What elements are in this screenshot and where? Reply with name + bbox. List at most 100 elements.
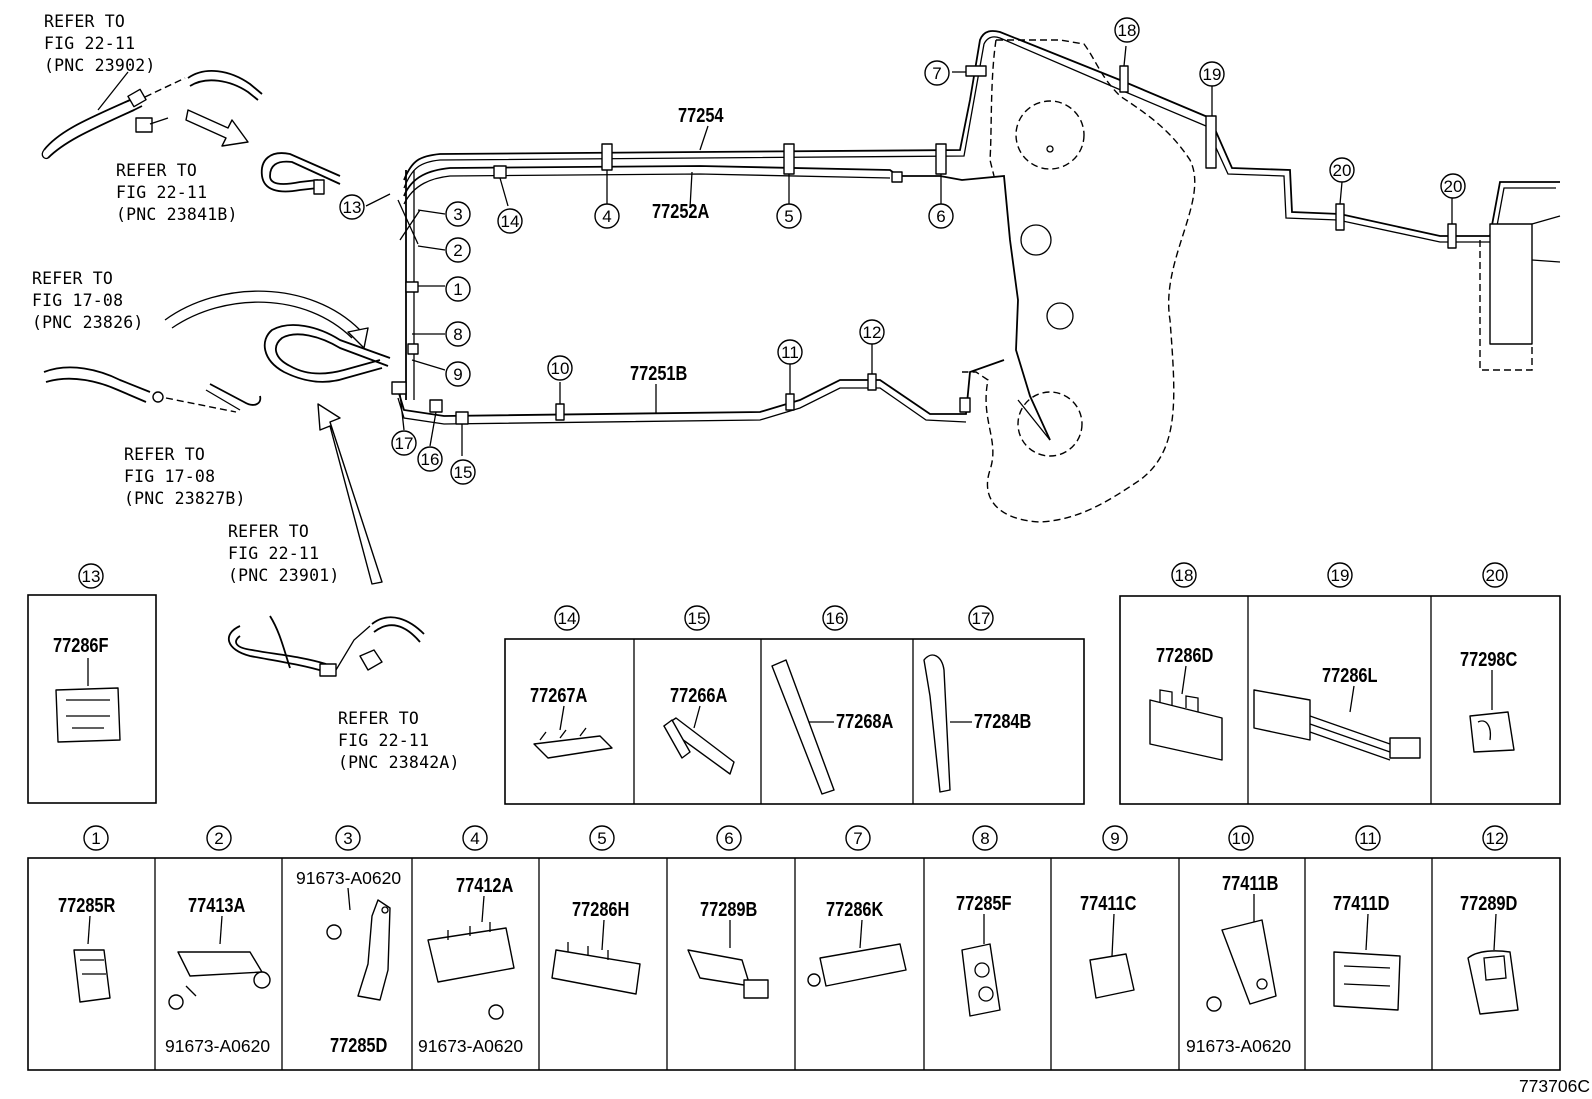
svg-text:(PNC 23827B): (PNC 23827B)	[124, 489, 246, 508]
svg-text:17: 17	[395, 434, 414, 453]
svg-text:(PNC 23826): (PNC 23826)	[32, 313, 143, 332]
callout-11: 11	[777, 339, 803, 365]
fuel-tank-outline	[962, 39, 1196, 523]
svg-text:91673-A0620: 91673-A0620	[1186, 1036, 1291, 1056]
svg-text:77268A: 77268A	[836, 709, 893, 732]
part-box-5: 5 77286H	[551, 825, 641, 995]
part-box-9: 9 77411C	[1080, 825, 1136, 999]
callout-20b: 20	[1440, 173, 1466, 199]
svg-text:5: 5	[784, 207, 793, 226]
svg-text:(PNC 23901): (PNC 23901)	[228, 566, 339, 585]
svg-text:77286L: 77286L	[1322, 663, 1378, 686]
svg-text:91673-A0620: 91673-A0620	[165, 1036, 270, 1056]
svg-text:3: 3	[343, 829, 352, 848]
svg-text:77411C: 77411C	[1080, 891, 1136, 914]
svg-text:4: 4	[602, 207, 611, 226]
line-77251b	[397, 359, 1005, 425]
callout-3: 3	[445, 201, 471, 227]
svg-text:REFER TO: REFER TO	[32, 269, 113, 288]
callout-leaders	[365, 45, 1453, 456]
flow-arrow-up	[317, 403, 383, 585]
refer-note-23842a: REFER TO FIG 22-11 (PNC 23842A)	[338, 709, 460, 772]
part-box-14: 14 77267A	[530, 605, 613, 759]
fuel-hose-23902	[41, 70, 263, 160]
svg-text:15: 15	[688, 609, 707, 628]
svg-text:14: 14	[501, 212, 520, 231]
svg-text:77285D: 77285D	[330, 1033, 387, 1056]
svg-text:4: 4	[470, 829, 479, 848]
svg-text:FIG 22-11: FIG 22-11	[44, 34, 135, 53]
svg-text:REFER TO: REFER TO	[116, 161, 197, 180]
refer-note-23901: REFER TO FIG 22-11 (PNC 23901)	[228, 522, 339, 585]
svg-text:18: 18	[1118, 21, 1137, 40]
part-group-18-20	[1119, 595, 1561, 805]
callout-15: 15	[450, 459, 476, 485]
refer-note-23841b: REFER TO FIG 22-11 (PNC 23841B)	[116, 161, 237, 224]
refer-note-23902: REFER TO FIG 22-11 (PNC 23902)	[44, 12, 155, 75]
svg-text:77286F: 77286F	[53, 633, 109, 656]
refer-note-23827b: REFER TO FIG 17-08 (PNC 23827B)	[124, 445, 246, 508]
svg-text:16: 16	[421, 450, 440, 469]
svg-text:14: 14	[558, 609, 577, 628]
svg-text:19: 19	[1203, 65, 1222, 84]
part-box-17: 17 77284B	[923, 605, 1031, 793]
svg-text:FIG 22-11: FIG 22-11	[338, 731, 429, 750]
part-box-11: 11 77411D	[1333, 825, 1401, 1011]
svg-text:10: 10	[1232, 829, 1251, 848]
callout-13: 13	[339, 194, 365, 220]
svg-text:12: 12	[863, 323, 882, 342]
svg-text:REFER TO: REFER TO	[44, 12, 125, 31]
svg-text:77413A: 77413A	[188, 893, 245, 916]
svg-text:13: 13	[82, 567, 101, 586]
svg-text:77286K: 77286K	[826, 897, 884, 920]
svg-text:8: 8	[980, 829, 989, 848]
callout-20a: 20	[1329, 157, 1355, 183]
svg-text:6: 6	[936, 207, 945, 226]
svg-text:77267A: 77267A	[530, 683, 587, 706]
svg-text:13: 13	[343, 198, 362, 217]
part-box-12: 12 77289D	[1460, 825, 1519, 1015]
flow-arrow-upper	[185, 109, 249, 147]
callout-17: 17	[391, 430, 417, 456]
svg-text:(PNC 23902): (PNC 23902)	[44, 56, 155, 75]
hose-lower-23901	[228, 615, 425, 677]
svg-text:91673-A0620: 91673-A0620	[296, 868, 401, 888]
svg-text:77286D: 77286D	[1156, 643, 1213, 666]
svg-text:FIG 17-08: FIG 17-08	[124, 467, 215, 486]
svg-text:20: 20	[1444, 177, 1463, 196]
svg-text:77284B: 77284B	[974, 709, 1031, 732]
line-77252a	[403, 165, 1051, 441]
callout-1: 1	[445, 276, 471, 302]
flow-arrow-curved	[164, 290, 369, 349]
callout-18: 18	[1114, 17, 1140, 43]
line-77254	[403, 30, 1560, 243]
callout-16: 16	[417, 446, 443, 472]
svg-text:77285R: 77285R	[58, 893, 115, 916]
svg-text:77289D: 77289D	[1460, 891, 1517, 914]
svg-text:(PNC 23842A): (PNC 23842A)	[338, 753, 460, 772]
svg-text:5: 5	[597, 829, 606, 848]
svg-text:19: 19	[1331, 566, 1350, 585]
svg-text:17: 17	[972, 609, 991, 628]
svg-text:12: 12	[1486, 829, 1505, 848]
svg-text:91673-A0620: 91673-A0620	[418, 1036, 523, 1056]
svg-text:7: 7	[932, 64, 941, 83]
svg-text:FIG 17-08: FIG 17-08	[32, 291, 123, 310]
svg-text:FIG 22-11: FIG 22-11	[116, 183, 207, 202]
part-box-4: 4 77412A 91673-A0620	[418, 825, 523, 1056]
svg-text:11: 11	[1359, 829, 1377, 848]
part-box-18: 18 77286D	[1149, 562, 1223, 761]
callout-2: 2	[445, 237, 471, 263]
svg-text:77412A: 77412A	[456, 873, 513, 896]
svg-text:7: 7	[853, 829, 862, 848]
svg-text:20: 20	[1486, 566, 1505, 585]
part-box-1: 1 77285R	[58, 825, 115, 1003]
svg-text:3: 3	[453, 205, 462, 224]
part-row-bottom	[27, 857, 1561, 1071]
svg-text:1: 1	[453, 280, 462, 299]
svg-text:9: 9	[1110, 829, 1119, 848]
svg-text:77411B: 77411B	[1222, 871, 1278, 894]
refer-note-23826: REFER TO FIG 17-08 (PNC 23826)	[32, 269, 143, 332]
part-box-8: 8 77285F	[956, 825, 1012, 1017]
